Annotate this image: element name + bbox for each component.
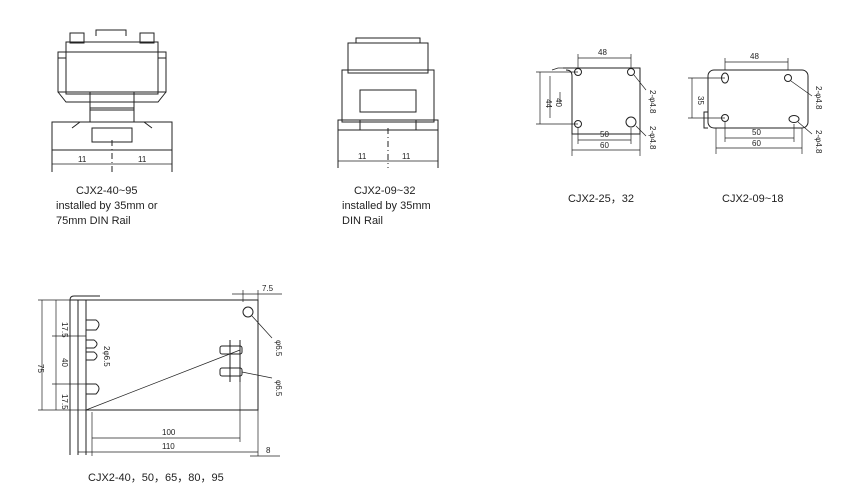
contactor-side-view-large: 11 11 (51, 29, 173, 172)
dim-label: φ6.5 (274, 380, 283, 397)
dim-label: 2-φ4.8 (814, 86, 823, 110)
figure-caption: CJX2-40，50，65，80，95 (88, 471, 224, 486)
dim-label: 75 (36, 364, 45, 373)
dim-label: 2-φ4.8 (648, 126, 657, 150)
dim-label: 48 (598, 48, 607, 57)
dim-label: 17.5 (60, 394, 69, 410)
dim-label: 7.5 (262, 284, 274, 293)
dim-label: φ6.5 (274, 340, 283, 357)
dim-label: 44 (544, 99, 553, 108)
caption-line: installed by 35mm or (56, 200, 158, 212)
caption-line: 75mm DIN Rail (56, 215, 131, 227)
dim-label: 60 (752, 139, 761, 148)
figure-caption: CJX2-25，32 (568, 192, 634, 207)
dim-label: 11 (358, 152, 367, 161)
mounting-plate-40-95: 75 17.5 40 17.5 2φ6.5 7.5 φ6.5 φ6.5 100 … (36, 284, 283, 457)
caption-line: installed by 35mm (342, 200, 431, 212)
caption-line: CJX2-09~18 (722, 193, 784, 205)
caption-line: CJX2-09~32 (354, 185, 416, 197)
dim-label: 11 (402, 152, 411, 161)
dim-label: 50 (752, 128, 761, 137)
figure-caption: CJX2-09~18 (722, 192, 783, 207)
dim-label: 50 (600, 130, 609, 139)
caption-line: CJX2-40~95 (76, 185, 138, 197)
caption-line: CJX2-40，50，65，80，95 (88, 472, 224, 484)
caption-line: DIN Rail (342, 215, 383, 227)
dim-label: 2-φ4.8 (648, 90, 657, 114)
dim-label: 17.5 (60, 322, 69, 338)
figure-caption: CJX2-09~32 installed by 35mm DIN Rail (342, 184, 431, 229)
figure-caption: CJX2-40~95 installed by 35mm or 75mm DIN… (56, 184, 158, 229)
dim-label: 8 (266, 446, 271, 455)
contactor-side-view-small: 11 11 (337, 37, 439, 168)
dim-label: 11 (138, 155, 147, 164)
dim-label: 2φ6.5 (102, 346, 111, 367)
dim-label: 11 (78, 155, 87, 164)
dim-label: 100 (162, 428, 176, 437)
dim-label: 48 (750, 52, 759, 61)
mounting-plate-25-32: 48 40 44 50 60 2-φ4.8 2-φ4.8 (536, 48, 657, 156)
mounting-plate-09-18: 48 35 50 60 2-φ4.8 2-φ4.8 (688, 52, 823, 154)
dim-label: 40 (60, 358, 69, 367)
caption-line: CJX2-25，32 (568, 193, 635, 205)
dim-label: 110 (162, 442, 175, 451)
dim-label: 35 (696, 96, 705, 105)
dim-label: 40 (554, 98, 563, 107)
dim-label: 60 (600, 141, 609, 150)
dim-label: 2-φ4.8 (814, 130, 823, 154)
